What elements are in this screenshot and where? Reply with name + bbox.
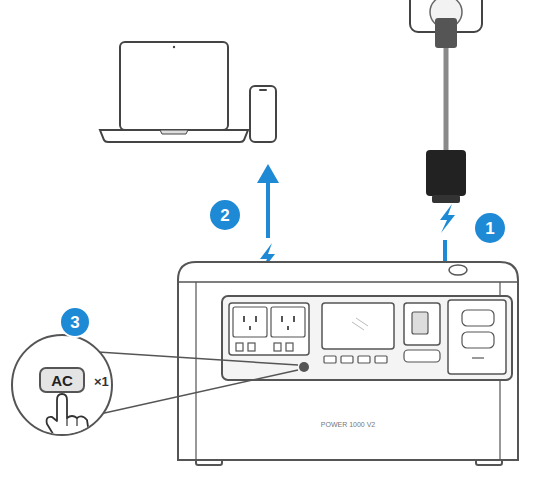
callout-text: 3: [70, 314, 79, 331]
callout-bubble: [12, 335, 298, 446]
callout-number: 3: [59, 306, 91, 338]
phone: [250, 86, 276, 142]
button-label: AC: [51, 373, 73, 388]
pressing-hand: [47, 394, 90, 446]
callout-number: 1: [473, 211, 507, 245]
callout-text: 2: [220, 207, 229, 224]
callout-text: 1: [485, 220, 494, 237]
wall-socket: [410, 0, 482, 203]
callout-number: 2: [208, 198, 242, 232]
power-station: [178, 262, 518, 465]
press-count: ×1: [94, 375, 109, 388]
button-key: AC: [39, 367, 85, 393]
model-name: POWER 1000 V2: [321, 421, 375, 428]
laptop: [100, 42, 248, 142]
